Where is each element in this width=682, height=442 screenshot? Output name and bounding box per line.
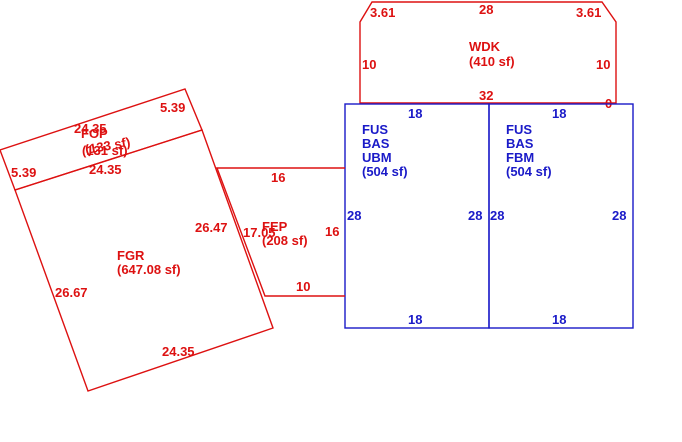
fop-code: FOP: [81, 126, 108, 141]
fop-area-label: (131 sf): [82, 143, 128, 158]
fep-dim-top: 16: [271, 170, 285, 185]
fbm-outline: [488, 103, 634, 329]
ubm-label-1: FUS: [362, 122, 388, 137]
fgr-code: FGR: [117, 248, 145, 263]
wdk-code: WDK: [469, 39, 501, 54]
fbm-label-1: FUS: [506, 122, 532, 137]
ubm-dim-right: 28: [468, 208, 482, 223]
wdk-outline: [359, 1, 617, 104]
fep-area: FEP (208 sf) 16 10 16 17.05: [215, 167, 345, 297]
fgr-dim-bottom: 24.35: [162, 344, 195, 359]
fbm-area-label: (504 sf): [506, 164, 552, 179]
fgr-dim-left: 26.67: [55, 285, 88, 300]
fep-outline: [215, 167, 345, 297]
fop-dim-left: 5.39: [11, 165, 36, 180]
wdk-dim-right: 10: [596, 57, 610, 72]
fop-dim-top: 24.35: [74, 121, 107, 136]
fbm-dim-bottom: 18: [552, 312, 566, 327]
main-building: FUS BAS UBM (504 sf) 18 18 28 28 FUS BAS…: [344, 103, 634, 329]
fbm-dim-left: 28: [490, 208, 504, 223]
fbm-dim-right: 28: [612, 208, 626, 223]
fbm-label-2: BAS: [506, 136, 534, 151]
wdk-dim-top: 28: [479, 2, 493, 17]
fep-dim-bottom: 10: [296, 279, 310, 294]
fep-dim-left: 17.05: [243, 225, 276, 240]
ubm-label-2: BAS: [362, 136, 390, 151]
ubm-dim-left: 28: [347, 208, 361, 223]
fep-code: FEP: [262, 219, 288, 234]
wdk-area-label: (410 sf): [469, 54, 515, 69]
fep-dim-right: 16: [325, 224, 339, 239]
ubm-dim-bottom: 18: [408, 312, 422, 327]
fbm-dim-top: 18: [552, 106, 566, 121]
fbm-label-3: FBM: [506, 150, 534, 165]
fgr-area-label: (647.08 sf): [117, 262, 181, 277]
wdk-area: WDK (410 sf) 28 3.61 3.61 10 10 32 0: [359, 1, 617, 111]
ubm-area-label: (504 sf): [362, 164, 408, 179]
ubm-dim-top: 18: [408, 106, 422, 121]
wdk-dim-corner-left: 3.61: [370, 5, 395, 20]
wdk-dim-bottom: 32: [479, 88, 493, 103]
fep-area-label: (208 sf): [262, 233, 308, 248]
ubm-label-3: UBM: [362, 150, 392, 165]
fop-dim-right: 5.39: [160, 100, 185, 115]
fop-dim-bottom: 24.35: [89, 162, 122, 177]
fop-outline: [0, 88, 203, 191]
wdk-dim-left: 10: [362, 57, 376, 72]
wdk-dim-corner-right: 3.61: [576, 5, 601, 20]
garage-group: 24.35 FOP (133 sf) (131 sf) 5.39 5.39 24…: [0, 88, 274, 392]
fgr-dim-right: 26.47: [195, 220, 228, 235]
